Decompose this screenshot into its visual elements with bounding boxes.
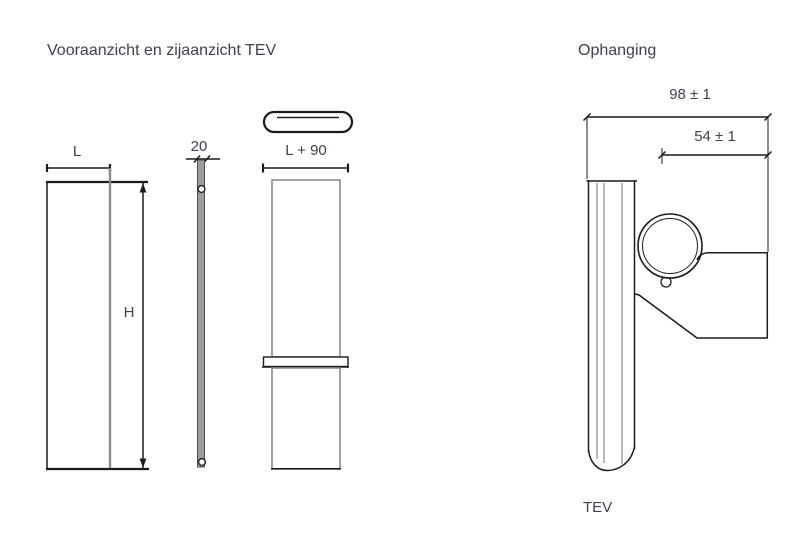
bracket-offset-dimension-line xyxy=(657,148,773,164)
dim-label-bracket-total: 98 ± 1 xyxy=(669,86,711,103)
dim-label-bracket-offset: 54 ± 1 xyxy=(694,128,736,145)
caption-product-tev: TEV xyxy=(583,499,613,516)
dim-label-height: H xyxy=(123,304,135,321)
hook-inner-circle xyxy=(642,218,698,274)
bracket-total-dimension-line xyxy=(582,112,773,252)
column-bottom-curve xyxy=(587,446,636,472)
figure-title-front-side: Vooraanzicht en zijaanzicht TEV xyxy=(47,42,277,59)
top-mounting-hole xyxy=(197,184,206,194)
front-view xyxy=(45,164,149,471)
mounting-detail xyxy=(582,112,773,472)
width-dimension-line xyxy=(45,164,112,172)
body-lower-section xyxy=(271,367,341,470)
hook-outer-circle xyxy=(637,213,703,279)
side-profile-bar xyxy=(197,159,205,468)
top-grille-width-dimension-line xyxy=(261,163,350,173)
figure-title-mounting: Ophanging xyxy=(578,42,657,59)
dim-label-top-grille-width: L + 90 xyxy=(285,142,327,159)
rear-view-body xyxy=(261,163,350,470)
grille-capsule-outline xyxy=(262,110,354,134)
mounting-hook-ring xyxy=(637,213,703,288)
top-view-grille xyxy=(262,110,354,134)
dim-label-width: L xyxy=(72,143,82,160)
collector-band xyxy=(262,356,349,368)
wall-bracket-outline xyxy=(634,251,769,339)
radiator-column-profile xyxy=(586,180,637,472)
bottom-mounting-hole xyxy=(197,457,207,467)
height-dimension-line xyxy=(139,183,147,468)
body-upper-section xyxy=(271,179,341,358)
side-profile-view xyxy=(186,155,220,468)
dim-label-depth: 20 xyxy=(190,138,208,155)
